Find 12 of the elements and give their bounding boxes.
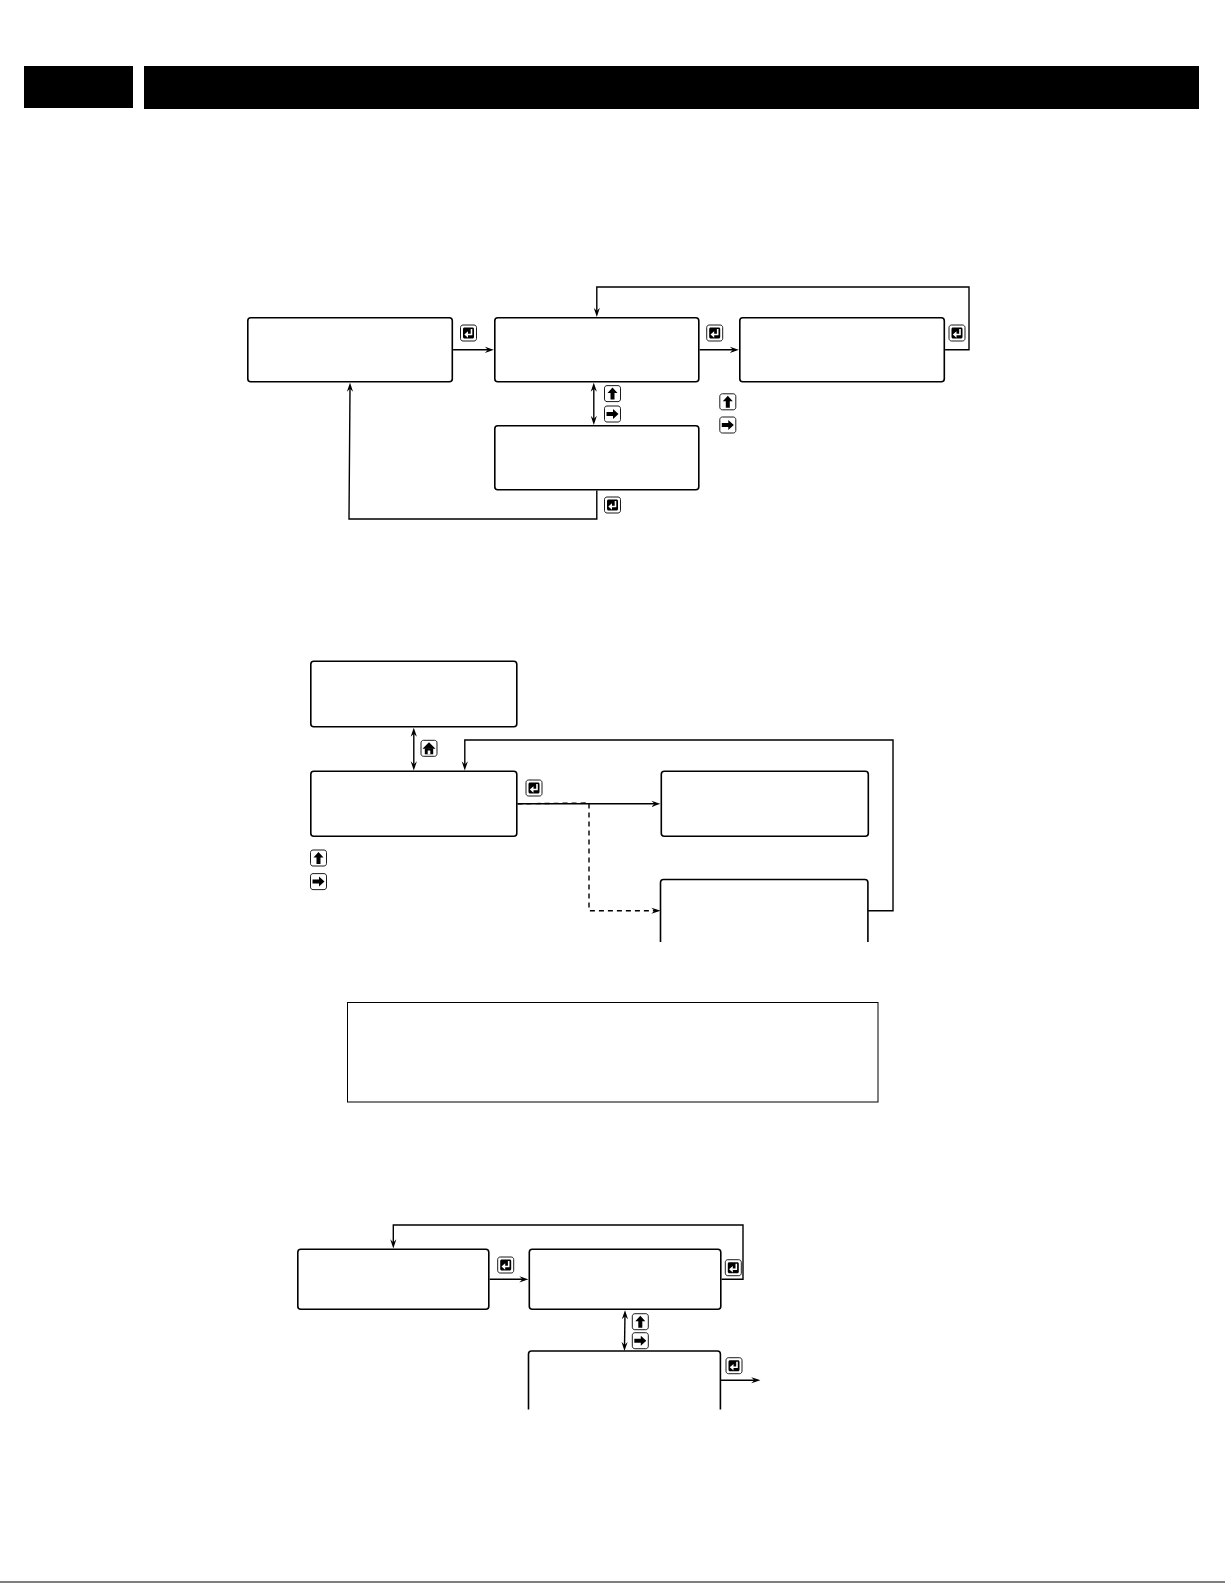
display-box [739, 317, 946, 383]
display-box [310, 660, 518, 728]
display-box [659, 878, 869, 943]
display-box [310, 770, 518, 838]
display-box [247, 317, 454, 383]
display-box [494, 425, 700, 491]
display-box [660, 770, 870, 838]
display-box [494, 317, 700, 383]
display-box [527, 1350, 722, 1411]
blank-panel [347, 1002, 879, 1103]
display-box [528, 1248, 722, 1311]
display-box [297, 1248, 490, 1311]
